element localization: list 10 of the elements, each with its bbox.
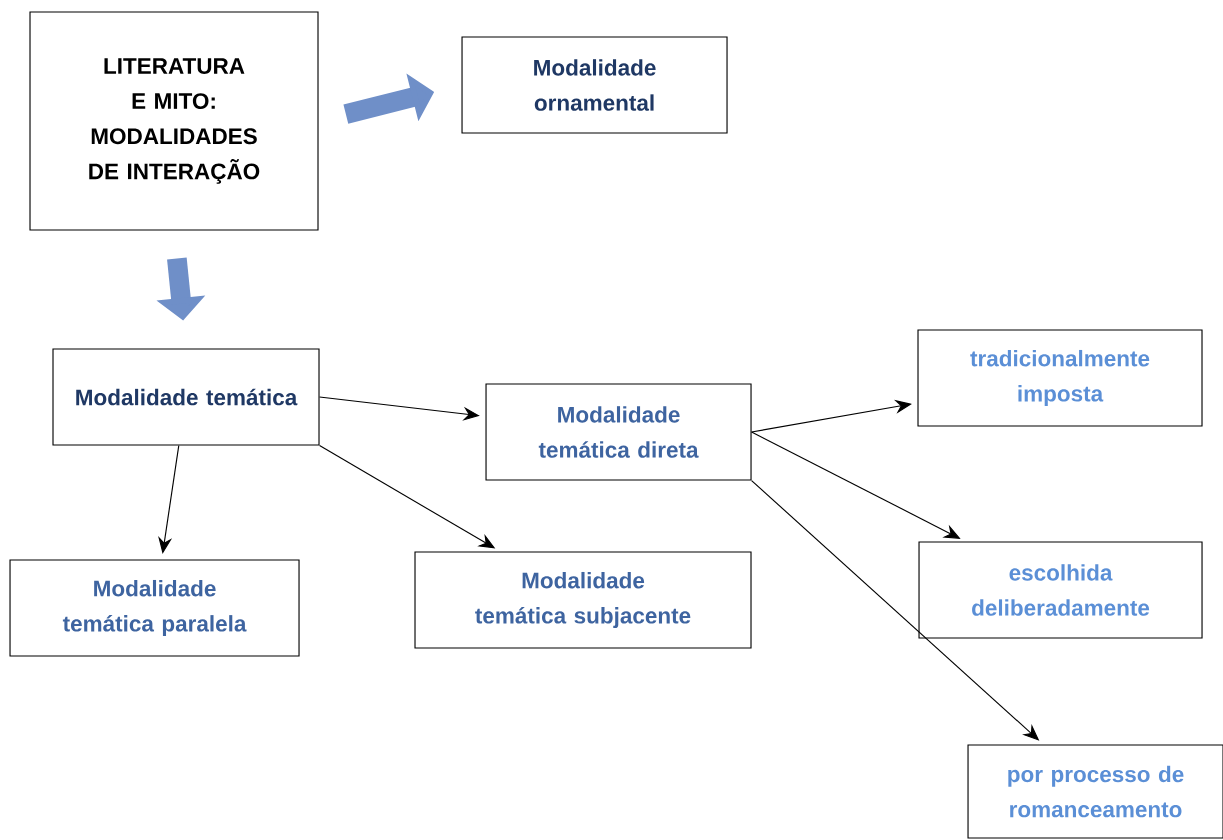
process-box: escolhida deliberadamente xyxy=(918,541,1203,639)
process-box: Modalidade temática xyxy=(52,348,320,446)
process-box: por processo de romanceamento xyxy=(967,744,1223,839)
process-box: Modalidade temática direta xyxy=(485,383,752,481)
process-box: Modalidade temática subjacente xyxy=(414,551,752,649)
process-box: Modalidade ornamental xyxy=(461,36,728,134)
process-box: Modalidade temática paralela xyxy=(9,559,300,657)
arrow xyxy=(751,399,912,433)
process-box: tradicionalmente imposta xyxy=(917,329,1203,427)
title-box: LITERATURA E MITO: MODALIDADES DE INTERAÇÃO xyxy=(29,11,319,231)
